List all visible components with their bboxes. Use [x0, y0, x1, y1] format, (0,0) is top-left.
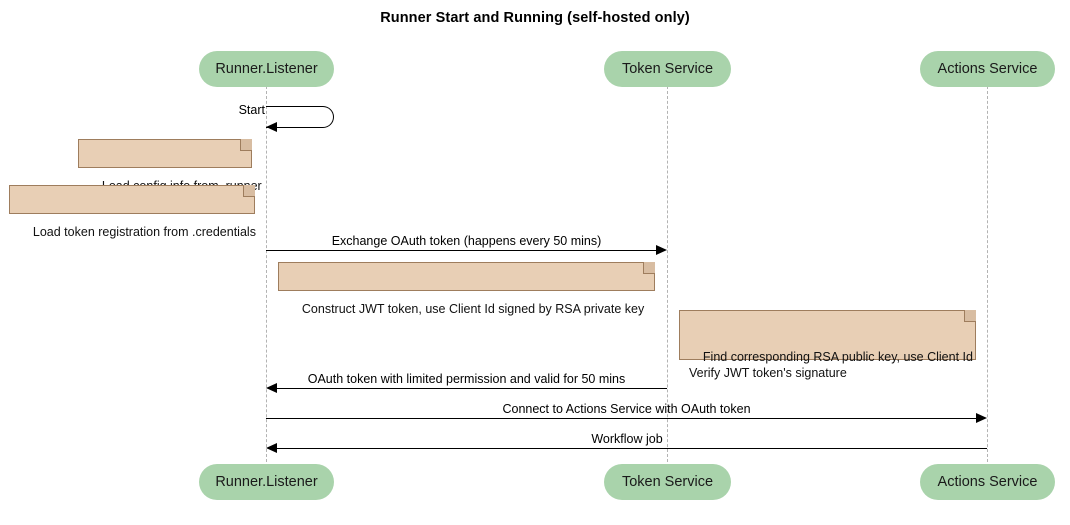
- note-fold-icon: [240, 139, 252, 151]
- participant-label: Actions Service: [937, 474, 1038, 490]
- arrowhead-workflow-job: [266, 443, 277, 453]
- participant-runner-bottom[interactable]: Runner.Listener: [199, 464, 334, 500]
- arrowhead-start: [266, 122, 277, 132]
- message-label-workflow-job: Workflow job: [591, 432, 663, 446]
- message-line-connect-actions: [266, 418, 978, 419]
- note-load-credentials: Load token registration from .credential…: [9, 185, 256, 239]
- participant-token-bottom[interactable]: Token Service: [604, 464, 731, 500]
- lifeline-actions: [987, 86, 988, 462]
- participant-runner-top[interactable]: Runner.Listener: [199, 51, 334, 87]
- note-load-config: Load config info from .runner: [78, 139, 262, 193]
- message-line-oauth-return: [275, 388, 667, 389]
- note-fold-icon: [243, 185, 255, 197]
- participant-label: Actions Service: [937, 61, 1038, 77]
- message-line-workflow-job: [275, 448, 987, 449]
- note-text: Load token registration from .credential…: [32, 225, 256, 239]
- note-fold-icon: [964, 310, 976, 322]
- arrowhead-connect-actions: [976, 413, 987, 423]
- participant-actions-top[interactable]: Actions Service: [920, 51, 1055, 87]
- participant-label: Runner.Listener: [215, 61, 318, 77]
- participant-label: Token Service: [621, 474, 714, 490]
- message-label-connect-actions: Connect to Actions Service with OAuth to…: [502, 402, 751, 416]
- participant-actions-bottom[interactable]: Actions Service: [920, 464, 1055, 500]
- note-construct-jwt: Construct JWT token, use Client Id signe…: [278, 262, 655, 316]
- lifeline-token: [667, 86, 668, 462]
- arrowhead-exchange-oauth: [656, 245, 667, 255]
- message-label-oauth-return: OAuth token with limited permission and …: [307, 372, 626, 386]
- note-text: Find corresponding RSA public key, use C…: [689, 350, 973, 380]
- arrowhead-oauth-return: [266, 383, 277, 393]
- page-title: Runner Start and Running (self-hosted on…: [380, 10, 690, 26]
- message-line-exchange-oauth: [266, 250, 658, 251]
- lifeline-runner: [266, 86, 267, 462]
- participant-label: Token Service: [621, 61, 714, 77]
- message-label-exchange-oauth: Exchange OAuth token (happens every 50 m…: [331, 234, 602, 248]
- message-label-start: Start: [238, 103, 265, 117]
- participant-label: Runner.Listener: [215, 474, 318, 490]
- note-text: Construct JWT token, use Client Id signe…: [301, 302, 645, 316]
- note-verify-jwt: Find corresponding RSA public key, use C…: [679, 310, 976, 380]
- note-fold-icon: [643, 262, 655, 274]
- message-self-loop-start: [266, 106, 334, 128]
- participant-token-top[interactable]: Token Service: [604, 51, 731, 87]
